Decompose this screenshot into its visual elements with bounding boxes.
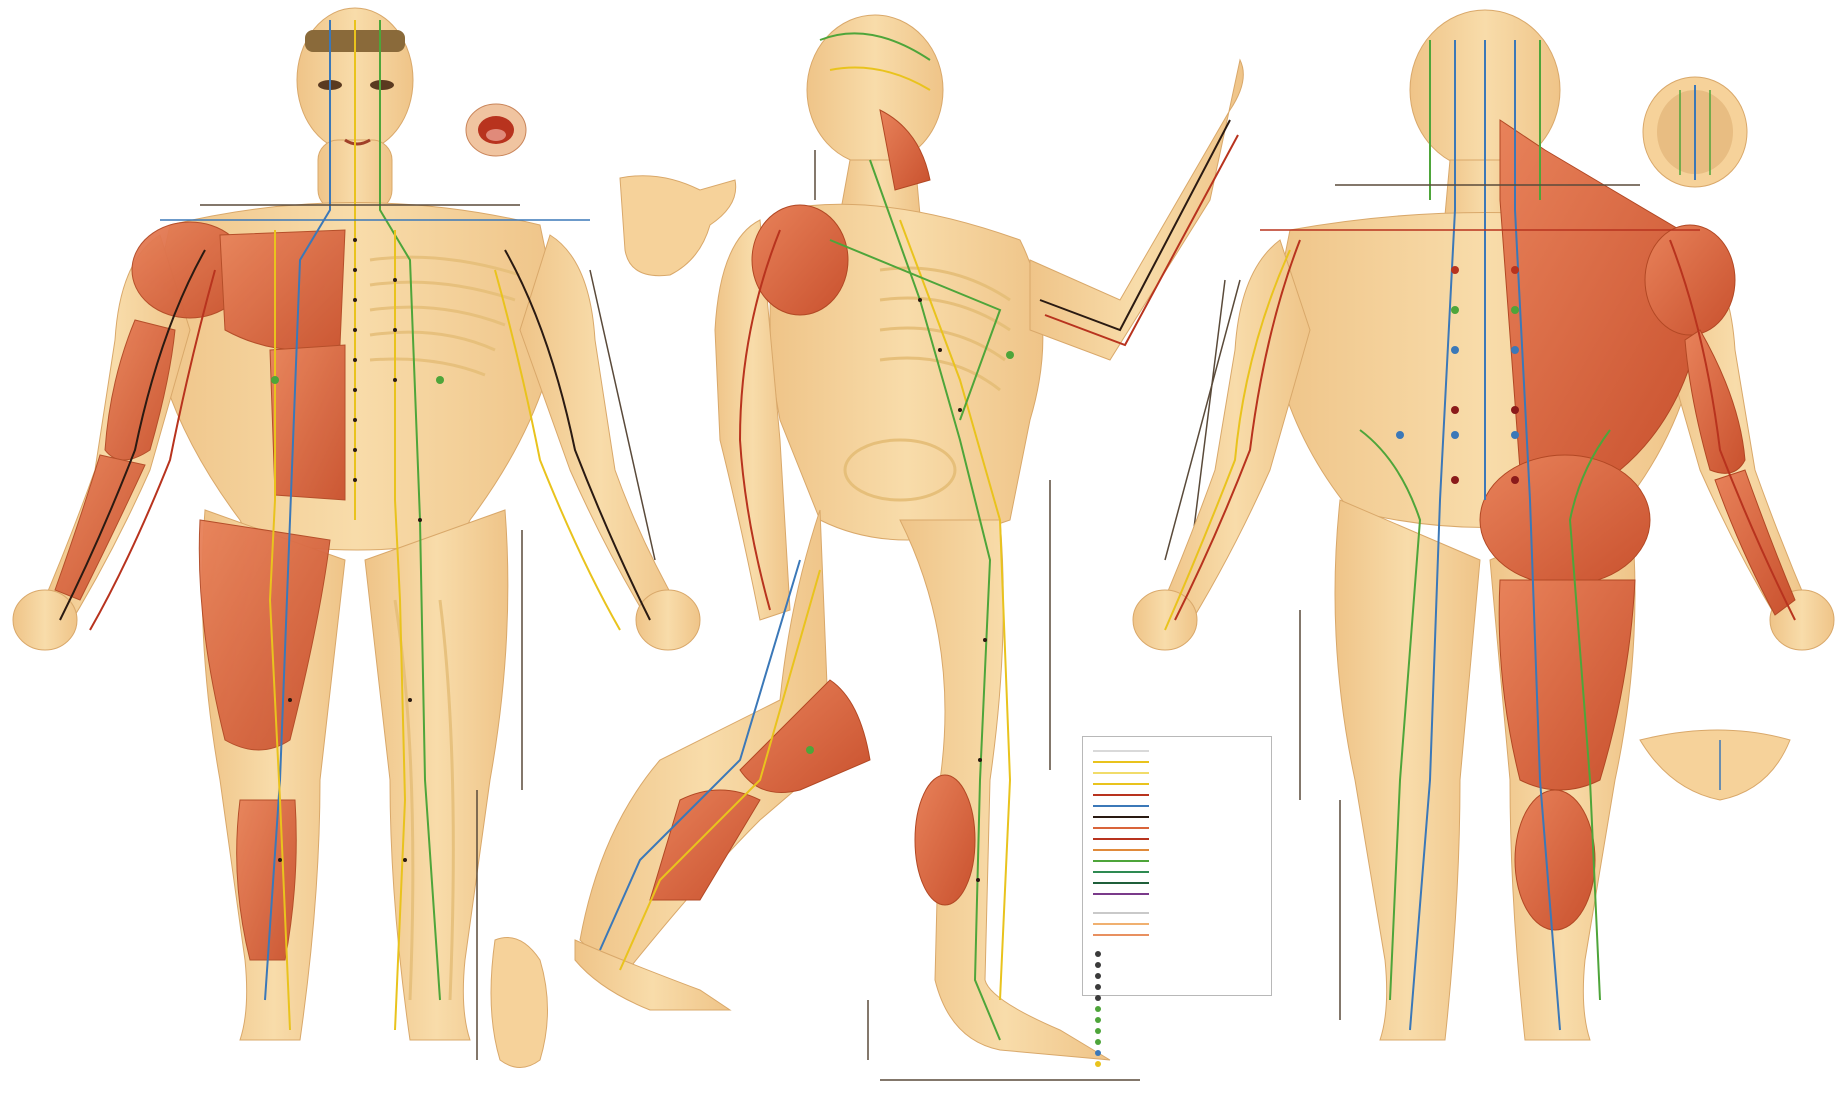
legend-vessel-swatch xyxy=(1093,923,1149,925)
legend-meridian-row xyxy=(1093,844,1261,855)
legend-meridian-swatch xyxy=(1093,827,1149,829)
legend-meridian-swatch xyxy=(1093,772,1149,774)
legend-meridian-row xyxy=(1093,800,1261,811)
legend-marker-row xyxy=(1093,1047,1261,1058)
legend-meridian-row xyxy=(1093,811,1261,822)
legend-marker-swatch xyxy=(1095,962,1101,968)
legend-meridian-swatch xyxy=(1093,794,1149,796)
legend-marker-row xyxy=(1093,981,1261,992)
legend-marker-row xyxy=(1093,948,1261,959)
legend-meridian-swatch xyxy=(1093,761,1149,763)
legend-marker-row xyxy=(1093,1003,1261,1014)
legend-meridian-swatch xyxy=(1093,838,1149,840)
legend-meridian-row xyxy=(1093,756,1261,767)
legend-marker-swatch xyxy=(1095,973,1101,979)
legend-marker-row xyxy=(1093,1036,1261,1047)
legend-point-markers xyxy=(1093,948,1261,1069)
legend-meridian-row xyxy=(1093,866,1261,877)
legend-marker-swatch xyxy=(1095,1050,1101,1056)
legend-vessel-swatch xyxy=(1093,934,1149,936)
legend-marker-swatch xyxy=(1095,1039,1101,1045)
legend-meridian-row xyxy=(1093,745,1261,756)
legend-marker-swatch xyxy=(1095,984,1101,990)
hand-inset xyxy=(620,176,736,276)
head-top-inset xyxy=(1643,77,1747,187)
legend-marker-swatch xyxy=(1095,1061,1101,1067)
legend-meridian-swatch xyxy=(1093,849,1149,851)
legend-meridian-row xyxy=(1093,767,1261,778)
legend-meridian-swatch xyxy=(1093,860,1149,862)
legend-marker-swatch xyxy=(1095,995,1101,1001)
legend-marker-row xyxy=(1093,992,1261,1003)
legend-meridian-swatch xyxy=(1093,750,1149,752)
legend-meridian-swatch xyxy=(1093,871,1149,873)
legend-marker-swatch xyxy=(1095,1006,1101,1012)
legend-meridian-row xyxy=(1093,833,1261,844)
legend-marker-row xyxy=(1093,970,1261,981)
legend-meridian-swatch xyxy=(1093,805,1149,807)
legend-meridian-lines xyxy=(1093,745,1261,899)
mouth-inset xyxy=(466,104,526,156)
legend-marker-row xyxy=(1093,959,1261,970)
legend-vessel-row xyxy=(1093,918,1261,929)
legend-marker-swatch xyxy=(1095,951,1101,957)
legend-meridian-row xyxy=(1093,778,1261,789)
legend-vessel-row xyxy=(1093,907,1261,918)
legend-vessel-row xyxy=(1093,929,1261,940)
legend-meridian-row xyxy=(1093,888,1261,899)
legend-marker-row xyxy=(1093,1014,1261,1025)
legend-meridian-row xyxy=(1093,877,1261,888)
legend-marker-row xyxy=(1093,1025,1261,1036)
legend-marker-swatch xyxy=(1095,1028,1101,1034)
legend-meridian-swatch xyxy=(1093,893,1149,895)
legend-marker-row xyxy=(1093,1058,1261,1069)
legend-vessel-swatch xyxy=(1093,912,1149,914)
legend-meridian-swatch xyxy=(1093,882,1149,884)
meridian-legend xyxy=(1082,736,1272,996)
legend-meridian-row xyxy=(1093,822,1261,833)
legend-marker-swatch xyxy=(1095,1017,1101,1023)
sacrum-inset xyxy=(1640,730,1790,800)
legend-meridian-row xyxy=(1093,855,1261,866)
legend-meridian-swatch xyxy=(1093,783,1149,785)
foot-sole-inset xyxy=(491,938,548,1068)
legend-vessel-lines xyxy=(1093,907,1261,940)
legend-meridian-swatch xyxy=(1093,816,1149,818)
legend-meridian-row xyxy=(1093,789,1261,800)
